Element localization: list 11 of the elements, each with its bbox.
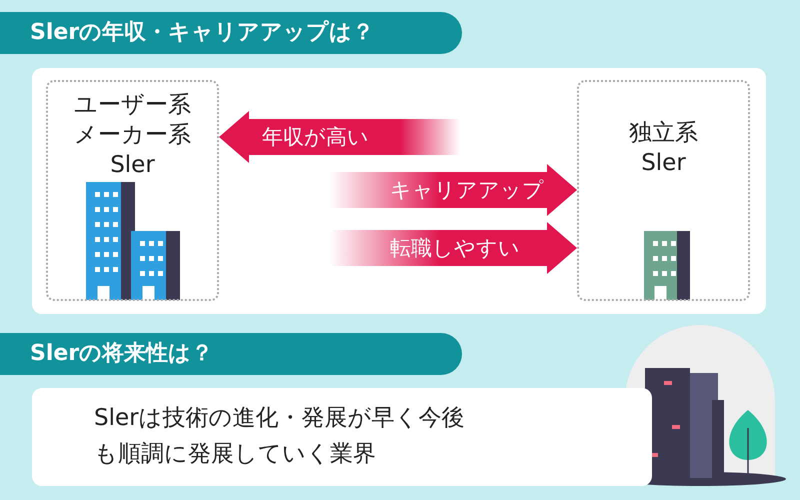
- arrow-label: 年収が高い: [262, 124, 369, 151]
- text-box: [32, 388, 652, 486]
- dotted-box: [577, 80, 750, 301]
- dotted-box: [46, 80, 219, 301]
- arrow-label: キャリアアップ: [390, 177, 544, 204]
- section-heading: Slerの将来性は？: [0, 333, 462, 375]
- box-title: 独立系Sler: [628, 119, 699, 178]
- box-title: ユーザー系メーカー系Sler: [73, 91, 192, 180]
- body-text: Slerは技術の進化・発展が早く今後も順調に発展していく業界: [94, 404, 466, 469]
- arrow-label: 転職しやすい: [390, 235, 520, 262]
- section-heading: Slerの年収・キャリアアップは？: [0, 12, 462, 54]
